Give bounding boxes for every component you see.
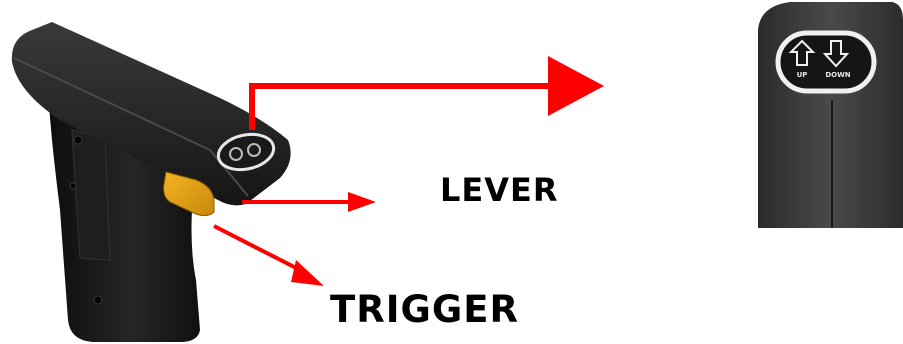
detail-button-bezel <box>775 30 877 94</box>
handle-head-edge <box>13 57 249 197</box>
screw-hole-icon <box>93 295 103 305</box>
button-detail-closeup: UP DOWN <box>758 2 903 228</box>
screw-hole-icon <box>69 182 77 190</box>
arrow-to-trigger-label <box>213 224 324 286</box>
lever-label: LEVER <box>440 171 559 209</box>
arrow-to-detail <box>249 56 604 130</box>
trigger-label: TRIGGER <box>330 288 520 331</box>
up-arrow-icon <box>788 39 816 66</box>
handle-updown-button <box>216 132 276 172</box>
trigger-button <box>163 171 215 217</box>
detail-up-text: UP <box>797 71 808 79</box>
arrow-to-lever-label <box>242 192 376 212</box>
handle-controller <box>11 22 291 342</box>
down-arrow-icon <box>822 40 850 68</box>
detail-down-text: DOWN <box>825 71 850 79</box>
screw-hole-icon <box>73 135 83 145</box>
